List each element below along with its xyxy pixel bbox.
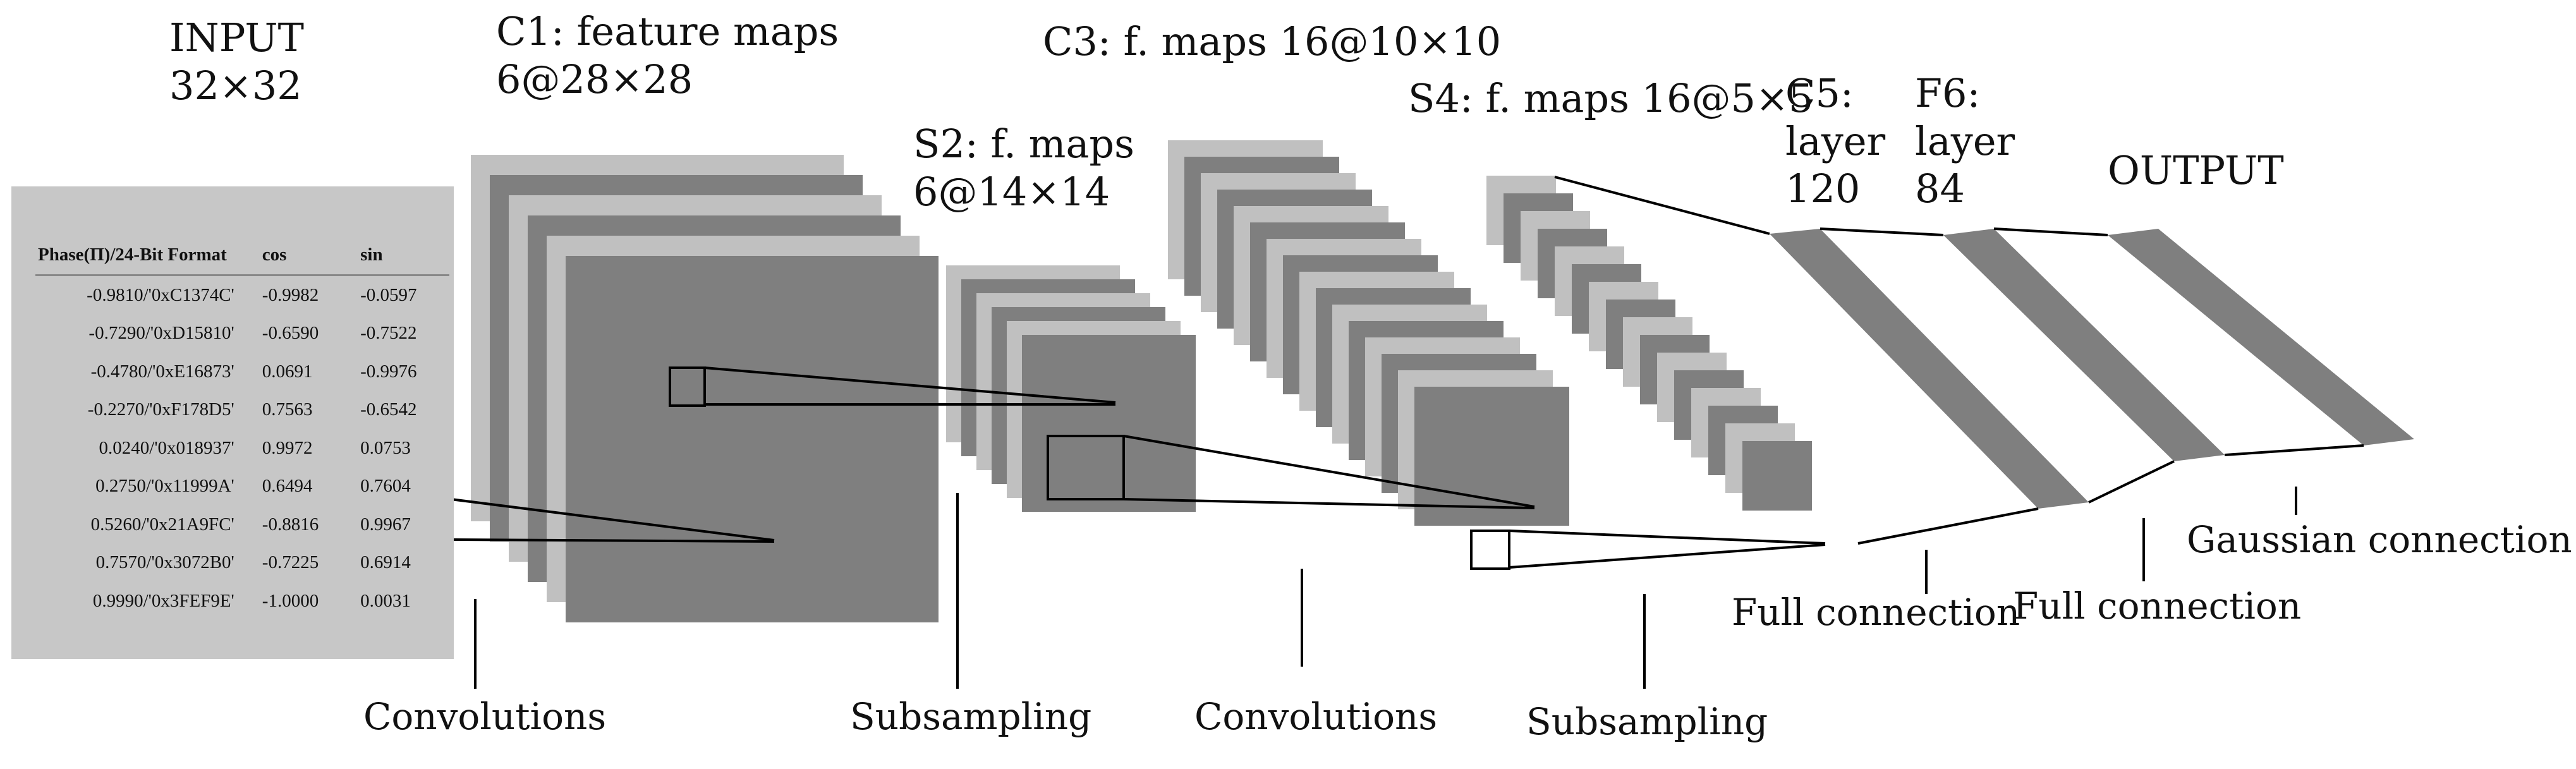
projection-line — [1857, 507, 2039, 545]
table-cell-sin: 0.7604 — [360, 476, 411, 497]
s2-label-line1: S2: f. maps — [913, 121, 1134, 167]
projection-line — [1993, 227, 2108, 236]
table-row: 0.2750/'0x11999A' 0.6494 0.7604 — [35, 468, 449, 506]
convolutions-annotation-2: Convolutions — [1194, 695, 1438, 738]
table-cell-format: 0.0240/'0x018937' — [99, 437, 234, 458]
table-cell-sin: 0.0753 — [360, 437, 411, 458]
projection-line — [1123, 498, 1535, 509]
table-row: 0.7570/'0x3072B0' -0.7225 0.6914 — [35, 544, 449, 583]
f6-label: F6: layer 84 — [1915, 70, 2015, 213]
c5-label-line2: layer — [1785, 118, 1886, 164]
input-label: INPUT 32×32 — [169, 14, 304, 109]
projection-line — [1554, 176, 1770, 235]
table-cell-cos: 0.7563 — [262, 399, 313, 420]
s4-label: S4: f. maps 16@5×5 — [1408, 75, 1813, 123]
table-cell-format: 0.5260/'0x21A9FC' — [90, 514, 234, 535]
table-row: 0.0240/'0x018937' 0.9972 0.0753 — [35, 429, 449, 468]
gaussian-connection-annotation: Gaussian connection — [2187, 518, 2572, 561]
projection-line — [1509, 530, 1826, 545]
full-connection-annotation-2: Full connection — [2013, 584, 2302, 627]
full-connection-annotation-1: Full connection — [1732, 591, 2020, 634]
table-cell-cos: -0.7225 — [262, 552, 319, 573]
c3-feature-maps — [1168, 140, 1569, 526]
table-cell-cos: -0.9982 — [262, 284, 319, 305]
table-header-cos: cos — [259, 238, 358, 276]
projection-line — [2224, 444, 2364, 456]
table-cell-format: 0.2750/'0x11999A' — [95, 476, 234, 497]
table-cell-format: -0.2270/'0xF178D5' — [87, 399, 234, 420]
input-table: Phase(Π)/24-Bit Format cos sin -0.9810/'… — [11, 186, 454, 659]
table-cell-cos: 0.6494 — [262, 476, 313, 497]
table-cell-format: -0.9810/'0xC1374C' — [87, 284, 234, 305]
c3-label: C3: f. maps 16@10×10 — [1043, 18, 1501, 66]
projection-line — [1820, 227, 1944, 236]
s2-feature-maps — [946, 265, 1196, 512]
table-cell-format: 0.9990/'0x3FEF9E' — [92, 590, 234, 611]
input-label-line2: 32×32 — [169, 62, 302, 109]
c3-map — [1414, 387, 1569, 526]
receptive-field-box — [1470, 530, 1510, 570]
table-cell-format: -0.7290/'0xD15810' — [88, 323, 234, 344]
table-cell-cos: 0.9972 — [262, 437, 313, 458]
table-header-sin: sin — [358, 238, 449, 276]
table-row: -0.2270/'0xF178D5' 0.7563 -0.6542 — [35, 391, 449, 430]
s4-map — [1742, 441, 1812, 511]
f6-label-line1: F6: — [1915, 70, 1981, 116]
f6-layer-bar — [1943, 229, 2225, 461]
fully-connected-layers — [1770, 229, 2414, 509]
table-cell-cos: -1.0000 — [262, 590, 319, 611]
f6-label-line2: layer — [1915, 118, 2015, 164]
table-row: -0.7290/'0xD15810' -0.6590 -0.7522 — [35, 315, 449, 353]
table-cell-sin: -0.6542 — [360, 399, 417, 420]
input-data-table: Phase(Π)/24-Bit Format cos sin -0.9810/'… — [35, 238, 449, 621]
table-cell-cos: -0.6590 — [262, 323, 319, 344]
c5-label-line1: C5: — [1785, 70, 1854, 116]
subsampling-annotation-2: Subsampling — [1526, 700, 1768, 743]
table-row: 0.9990/'0x3FEF9E' -1.0000 0.0031 — [35, 582, 449, 621]
c3-label-line1: C3: f. maps 16@10×10 — [1043, 18, 1502, 64]
c5-label-line3: 120 — [1785, 166, 1861, 212]
projection-line — [704, 366, 1116, 404]
connection-lines — [301, 176, 2364, 689]
s2-label-line2: 6@14×14 — [913, 168, 1110, 215]
output-label: OUTPUT — [2108, 147, 2284, 195]
receptive-field-box — [1047, 435, 1125, 500]
projection-line — [2088, 460, 2175, 504]
c5-layer-bar — [1770, 229, 2089, 509]
c1-map — [566, 256, 939, 622]
convolutions-annotation-1: Convolutions — [363, 695, 607, 738]
output-label-line1: OUTPUT — [2108, 147, 2284, 193]
c5-label: C5: layer 120 — [1785, 70, 1885, 213]
output-layer-bar — [2108, 229, 2414, 445]
f6-label-line3: 84 — [1915, 166, 1965, 212]
table-cell-sin: -0.0597 — [360, 284, 417, 305]
s2-map — [1022, 335, 1196, 512]
projection-line — [1509, 543, 1826, 569]
c1-label-line2: 6@28×28 — [496, 56, 693, 102]
table-cell-sin: -0.9976 — [360, 361, 417, 382]
c1-label-line1: C1: feature maps — [496, 8, 839, 54]
projection-line — [1123, 435, 1535, 508]
table-cell-sin: 0.0031 — [360, 590, 411, 611]
table-cell-sin: 0.9967 — [360, 514, 411, 535]
table-row: -0.9810/'0xC1374C' -0.9982 -0.0597 — [35, 276, 449, 315]
table-cell-sin: 0.6914 — [360, 552, 411, 573]
table-cell-format: -0.4780/'0xE16873' — [90, 361, 234, 382]
table-row: 0.5260/'0x21A9FC' -0.8816 0.9967 — [35, 506, 449, 544]
table-cell-cos: 0.0691 — [262, 361, 313, 382]
s4-label-line1: S4: f. maps 16@5×5 — [1408, 75, 1814, 121]
input-label-line1: INPUT — [169, 15, 304, 61]
subsampling-annotation-1: Subsampling — [850, 695, 1092, 738]
s2-label: S2: f. maps 6@14×14 — [913, 120, 1134, 215]
table-cell-format: 0.7570/'0x3072B0' — [95, 552, 234, 573]
s4-feature-maps — [1486, 176, 1812, 511]
table-cell-sin: -0.7522 — [360, 323, 417, 344]
input-table-body: -0.9810/'0xC1374C' -0.9982 -0.0597 -0.7290/… — [35, 276, 449, 621]
table-header-format: Phase(Π)/24-Bit Format — [35, 238, 260, 276]
receptive-field-box — [669, 366, 706, 407]
c1-label: C1: feature maps 6@28×28 — [496, 8, 839, 103]
table-row: -0.4780/'0xE16873' 0.0691 -0.9976 — [35, 353, 449, 391]
table-cell-cos: -0.8816 — [262, 514, 319, 535]
